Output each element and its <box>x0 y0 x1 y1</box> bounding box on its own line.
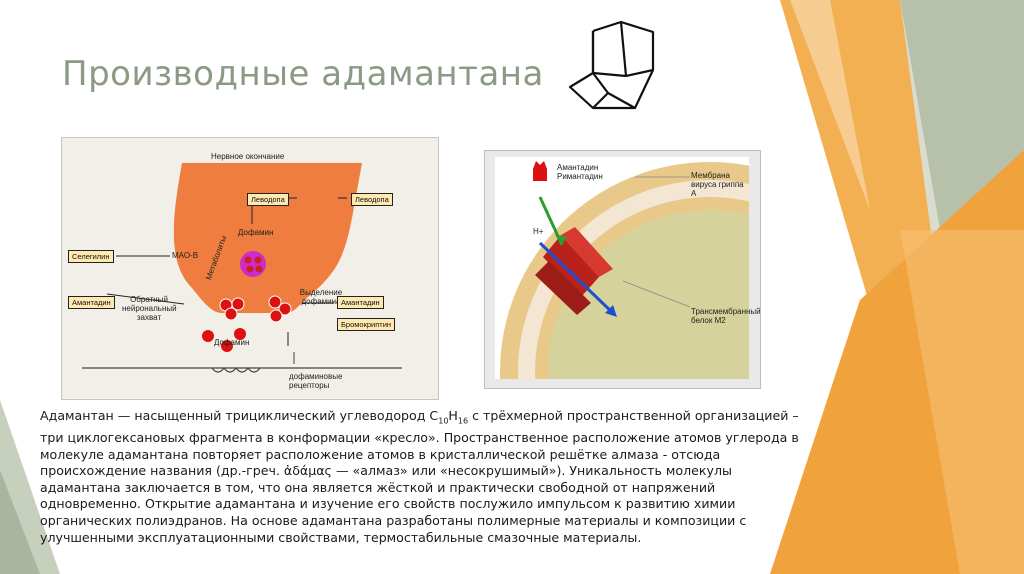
m2-diagram-canvas: Амантадин Римантадин Мембрана вируса гри… <box>495 157 761 379</box>
influenza-m2-diagram: Амантадин Римантадин Мембрана вируса гри… <box>484 150 761 389</box>
synapse-diagram: Нервное окончание Леводопа Леводопа Дофа… <box>61 137 439 400</box>
dofamin-inner-label: Дофамин <box>238 228 274 237</box>
formula-subscript-carbon: 10 <box>438 416 449 426</box>
m2-protein-label: Трансмембранный белок M2 <box>691 307 761 325</box>
reuptake-label: Обратный нейрональный захват <box>122 295 177 322</box>
adamantane-structure-icon <box>568 20 655 110</box>
m2-drawing <box>500 161 749 379</box>
description-paragraph: Адамантан — насыщенный трициклический уг… <box>40 408 800 546</box>
selegilin-box: Селегилин <box>68 250 114 263</box>
levodopa-inner-box: Леводопа <box>247 193 289 206</box>
description-text-part3: с трёхмерной пространственной организаци… <box>40 408 799 545</box>
amantadin-left-box: Амантадин <box>68 296 115 309</box>
right-panel-orange-sliver <box>790 0 870 210</box>
right-panel-orange-highlight <box>900 230 1024 574</box>
amantadin-right-box: Амантадин <box>337 296 384 309</box>
drug-label: Амантадин Римантадин <box>557 163 603 181</box>
formula-subscript-hydrogen: 16 <box>457 416 469 426</box>
mao-b-label: МАО-В <box>172 251 199 260</box>
left-corner-shape-dark <box>0 470 40 574</box>
description-text-part2: H <box>448 408 458 423</box>
synapse-drawing <box>82 163 402 373</box>
levodopa-outer-box: Леводопа <box>351 193 393 206</box>
release-label: Выделение дофамина <box>299 288 343 306</box>
membrane-label: Мембрана вируса гриппа А <box>691 171 744 198</box>
dofamin-cleft-label: Дофамин <box>214 338 250 347</box>
description-text-part1: Адамантан — насыщенный трициклический уг… <box>40 408 439 423</box>
bromocriptin-box: Бромокриптин <box>337 318 396 331</box>
proton-label: H+ <box>533 227 544 236</box>
nerve-ending-label: Нервное окончание <box>211 152 285 161</box>
receptors-label: дофаминовые рецепторы <box>289 372 343 390</box>
slide-title: Производные адамантана <box>62 54 544 94</box>
